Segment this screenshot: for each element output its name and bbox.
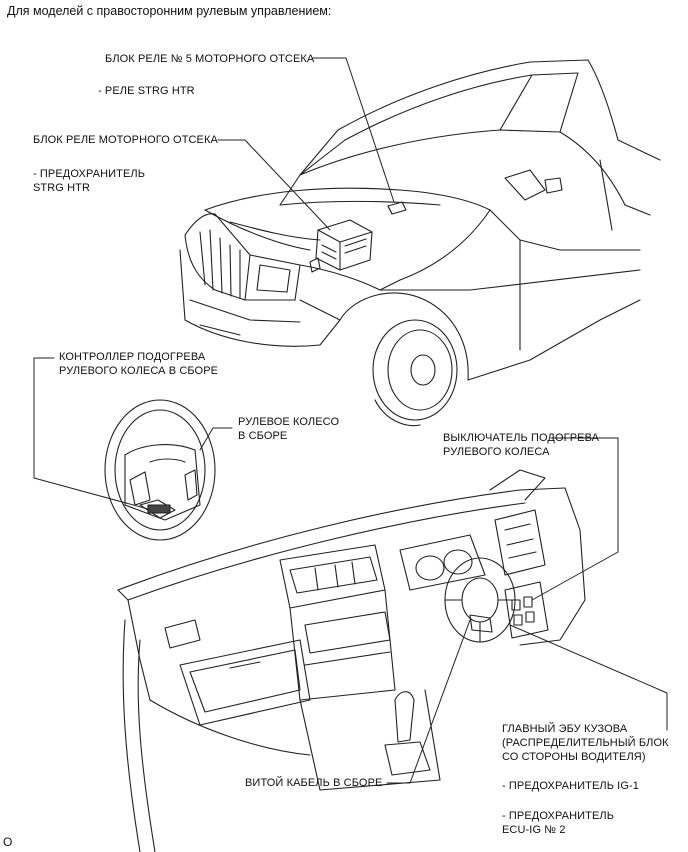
label-fuse-ig1: - ПРЕДОХРАНИТЕЛЬ IG-1 [502,780,639,792]
label-relay-block-5: БЛОК РЕЛЕ № 5 МОТОРНОГО ОТСЕКА [105,53,315,65]
label-body-ecu-line3: СО СТОРОНЫ ВОДИТЕЛЯ) [502,751,646,763]
label-relay-block: БЛОК РЕЛЕ МОТОРНОГО ОТСЕКА [33,134,218,146]
label-fuse-strg-line1: - ПРЕДОХРАНИТЕЛЬ [33,168,146,180]
label-body-ecu-line2: (РАСПРЕДЕЛИТЕЛЬНЫЙ БЛОК [502,737,669,749]
label-switch-line1: ВЫКЛЮЧАТЕЛЬ ПОДОГРЕВА [443,432,600,444]
label-fuse-ecu-line1: - ПРЕДОХРАНИТЕЛЬ [502,810,615,822]
leader-lines [33,57,668,784]
vehicle-illustration [179,59,661,427]
label-spiral-cable: ВИТОЙ КАБЕЛЬ В СБОРЕ [245,777,383,789]
label-body-ecu-line1: ГЛАВНЫЙ ЭБУ КУЗОВА [502,723,628,735]
steering-wheel-illustration [104,399,216,541]
page-title: Для моделей с правосторонним рулевым упр… [7,4,332,18]
label-switch-line2: РУЛЕВОГО КОЛЕСА [443,446,550,458]
label-wheel-line1: РУЛЕВОЕ КОЛЕСО [238,416,340,428]
label-controller-line2: РУЛЕВОГО КОЛЕСА В СБОРЕ [59,365,219,377]
label-relay-strg-htr: - РЕЛЕ STRG HTR [98,85,195,97]
label-wheel-line2: В СБОРЕ [238,430,288,442]
label-controller-line1: КОНТРОЛЛЕР ПОДОГРЕВА [59,351,206,363]
label-fuse-ecu-line2: ECU-IG № 2 [502,824,566,836]
label-fuse-strg-line2: STRG HTR [33,182,91,194]
figure-code: O [3,835,13,849]
dashboard-illustration [117,469,586,852]
